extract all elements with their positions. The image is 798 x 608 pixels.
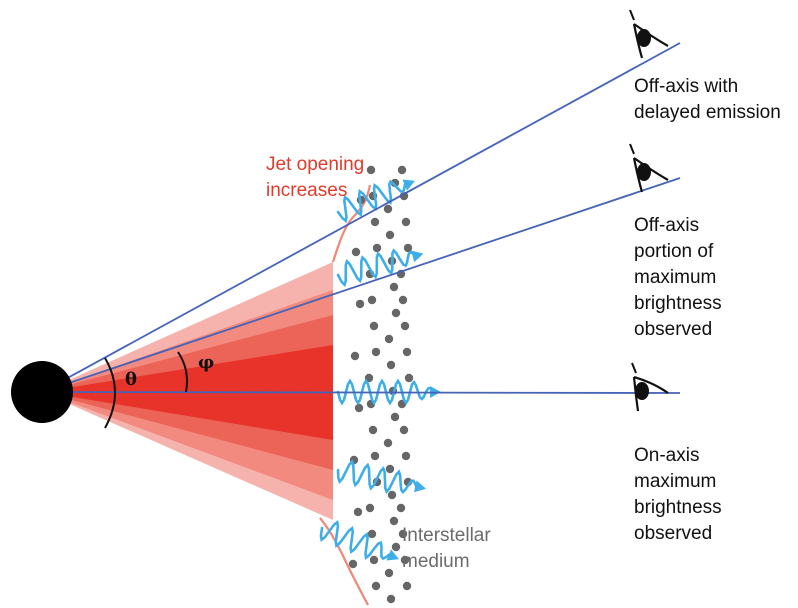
medium-dot	[400, 321, 410, 331]
medium-dot	[399, 425, 409, 435]
photon-waves	[319, 179, 441, 561]
phi-label: φ	[198, 352, 215, 373]
medium-dot	[384, 568, 394, 578]
medium-dot	[383, 438, 393, 448]
off-axis-delayed-label: Off-axis with delayed emission	[634, 76, 781, 123]
sight-line-delayed	[41, 42, 681, 393]
theta-label: θ	[125, 369, 138, 390]
medium-dot	[372, 243, 382, 253]
photon-wave	[336, 179, 415, 223]
medium-dot	[391, 542, 401, 552]
phi-arc	[177, 351, 188, 393]
on-axis-label: On-axis maximum brightness observed	[634, 445, 722, 544]
medium-dot	[370, 217, 380, 227]
medium-dot	[386, 594, 396, 604]
medium-dot	[385, 464, 395, 474]
medium-dot	[365, 503, 375, 513]
medium-dot	[369, 321, 379, 331]
photon-wave	[336, 459, 427, 495]
medium-dot	[384, 334, 394, 344]
medium-dot	[400, 555, 410, 565]
medium-dot	[397, 165, 407, 175]
medium-dot	[366, 165, 376, 175]
medium-dot	[368, 425, 378, 435]
medium-dot	[390, 412, 400, 422]
medium-dot	[385, 230, 395, 240]
central-engine	[11, 361, 73, 423]
medium-dot	[401, 451, 411, 461]
theta-arc	[104, 357, 116, 429]
sight-line-on-axis	[41, 391, 681, 394]
medium-dot	[383, 204, 393, 214]
medium-dot	[386, 360, 396, 370]
medium-dot	[351, 247, 361, 257]
medium-dot	[354, 403, 364, 413]
medium-dot	[371, 581, 381, 591]
medium-dot	[402, 347, 412, 357]
medium-dot	[390, 178, 400, 188]
shock-front-top	[331, 184, 372, 263]
medium-dot	[350, 351, 360, 361]
medium-dot	[389, 516, 399, 526]
medium-dot	[398, 529, 408, 539]
medium-dot	[353, 507, 363, 517]
sight-line-portion	[41, 177, 681, 393]
medium-dot	[370, 451, 380, 461]
photon-wave	[319, 520, 399, 561]
eye-icon	[629, 143, 669, 193]
eye-icon	[631, 362, 669, 412]
interstellar-medium-dots	[348, 165, 414, 604]
medium-dot	[348, 559, 358, 569]
medium-dot	[355, 299, 365, 309]
medium-dot	[398, 295, 408, 305]
medium-dot	[402, 581, 412, 591]
medium-dot	[391, 308, 401, 318]
medium-dot	[367, 529, 377, 539]
interstellar-medium-label: Interstellar medium	[402, 525, 491, 572]
sight-lines	[41, 42, 681, 394]
jet-opening-label: Jet opening increases	[266, 154, 365, 201]
medium-dot	[396, 503, 406, 513]
eye-icon	[629, 9, 669, 59]
off-axis-portion-label: Off-axis portion of maximum brightness o…	[634, 215, 722, 340]
photon-wave	[336, 248, 424, 288]
medium-dot	[367, 295, 377, 305]
jet-cone	[42, 262, 333, 520]
medium-dot	[389, 282, 399, 292]
medium-dot	[403, 243, 413, 253]
medium-dot	[371, 347, 381, 357]
medium-dot	[369, 555, 379, 565]
medium-dot	[401, 217, 411, 227]
shock-front-bottom	[319, 517, 369, 606]
medium-dot	[404, 373, 414, 383]
medium-dot	[387, 490, 397, 500]
medium-dot	[399, 191, 409, 201]
